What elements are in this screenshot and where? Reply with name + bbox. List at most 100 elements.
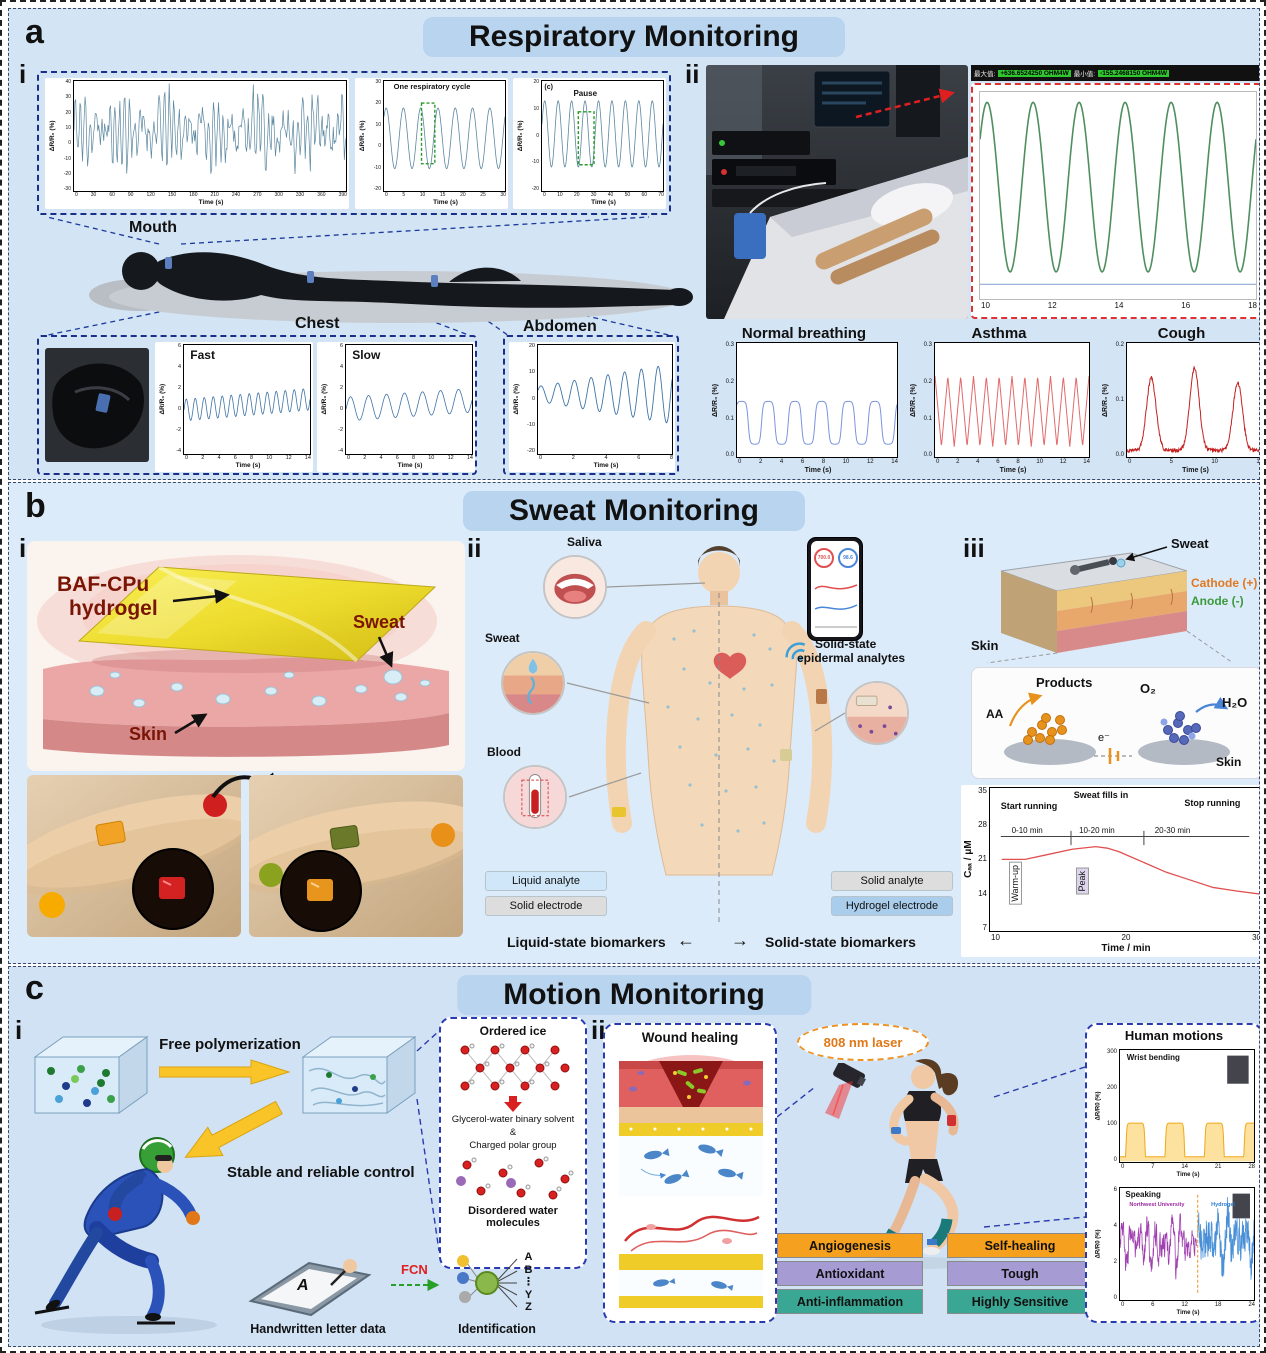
instrument-icon [712,131,810,155]
blood-vessels-icon [624,1215,760,1242]
o2-cluster-icon [1163,711,1201,745]
resistance-meter-readout: 最大值: +636.6524250 OHM4W 最小值: -155.246815… [971,65,1259,81]
letter-outputs: A B ⋮ Y Z [523,1251,534,1314]
waveform-line [1198,1197,1254,1280]
y-tick: 0.2 [725,378,734,385]
products-label: Products [1036,675,1093,690]
meter-max-value: +636.6524250 OHM4W [998,69,1071,77]
y-tick: 4 [177,364,181,370]
x-tick: 2 [363,454,367,461]
x-tick: 240 [231,192,241,199]
x-tick: 70 [658,192,664,199]
waveform-line [1127,367,1260,453]
fcn-label: FCN [401,1262,428,1277]
x-tick: 14 [304,454,311,461]
saliva-callout [543,555,607,619]
x-tick: 15 [439,192,446,199]
y-tick: 20 [65,109,71,116]
x-tick: 12 [1181,1302,1188,1309]
laser-device-icon [825,1063,866,1119]
x-tick: 8 [821,459,826,466]
x-tick: 6 [637,454,641,461]
wearable-device-icon [734,213,766,259]
hydrogel-label-line1: BAF-CPu [57,573,150,596]
y-tick: 0 [68,140,71,147]
y-tick: 300 [1106,1049,1117,1055]
x-tick: 30 [590,192,597,199]
chart-waveform [384,81,505,191]
ankle-sensor-icon [927,1239,937,1245]
x-tick: 4 [379,454,383,461]
y-tick: 4 [339,364,343,370]
chart-plot-area [934,342,1090,459]
chart-annotation: Northwest University [1129,1201,1185,1208]
red-arrow-icon [855,88,955,119]
x-tick: 0 [539,454,543,461]
x-tick: 2 [758,459,763,466]
y-tick: 10 [375,121,381,128]
waveform-line [74,83,346,174]
x-tick: 2 [956,459,960,466]
x-tick: 0 [738,459,742,466]
chart-x-axis-label: Time (s) [433,199,458,207]
x-tick: 0 [385,192,388,199]
chart-x-axis-label: Time (s) [804,466,832,474]
waveform-line [384,108,505,169]
x-tick: 5 [402,192,406,199]
chart-y-axis-label: ΔR/R₀ (%) [321,383,328,415]
x-tick: 50 [624,192,631,199]
immune-cells-icon [644,1144,744,1184]
abdomen-label: Abdomen [523,318,597,335]
chart-x-axis-label: Time (s) [591,199,616,207]
x-tick: 24 [1248,1302,1255,1309]
x-tick: 20 [1121,932,1131,942]
chart-annotation: Hydrogel [1211,1201,1235,1208]
chest-sensor-icon [307,271,314,283]
ponytail-icon [939,1072,959,1096]
chart-annotation: Sweat fills in [1073,789,1129,800]
x-tick: 20 [573,192,580,199]
y-tick: -4 [338,448,343,454]
chart-plot-area [736,342,898,459]
waveform-line [1120,1123,1254,1157]
heart-icon [713,652,747,679]
x-tick: 210 [210,192,219,199]
x-tick: 270 [253,192,262,199]
subpanel-b-iii-label: iii [963,533,985,563]
y-tick: 20 [533,79,539,85]
panel-c-label: c [25,969,44,1007]
hand-icon [343,1259,357,1273]
wound-healing-box: Wound healing [603,1023,777,1323]
solid-biomarkers-label: Solid-state biomarkers [765,934,916,950]
wound-benefit-boxes: Angiogenesis Antioxidant Anti-inflammati… [777,1233,923,1317]
x-tick: 10 [266,454,273,461]
anode-label: Anode (-) [1191,594,1244,608]
chart-waveform [737,343,897,457]
x-tick: 10 [842,459,850,466]
x-tick: 6 [395,454,399,461]
y-tick: 6 [1113,1187,1117,1193]
x-tick: 4 [976,459,980,466]
x-tick: 0 [1121,1164,1125,1171]
chart-annotation: Start running [1000,801,1058,812]
x-tick: 10 [991,932,1000,942]
x-tick: 8 [412,454,416,461]
solvent-label-line1: Glycerol-water binary solvent [451,1114,575,1125]
y-tick: 0 [339,406,343,412]
phone-reading-1: 700.0 [814,548,834,568]
x-tick: 0 [1128,459,1132,466]
